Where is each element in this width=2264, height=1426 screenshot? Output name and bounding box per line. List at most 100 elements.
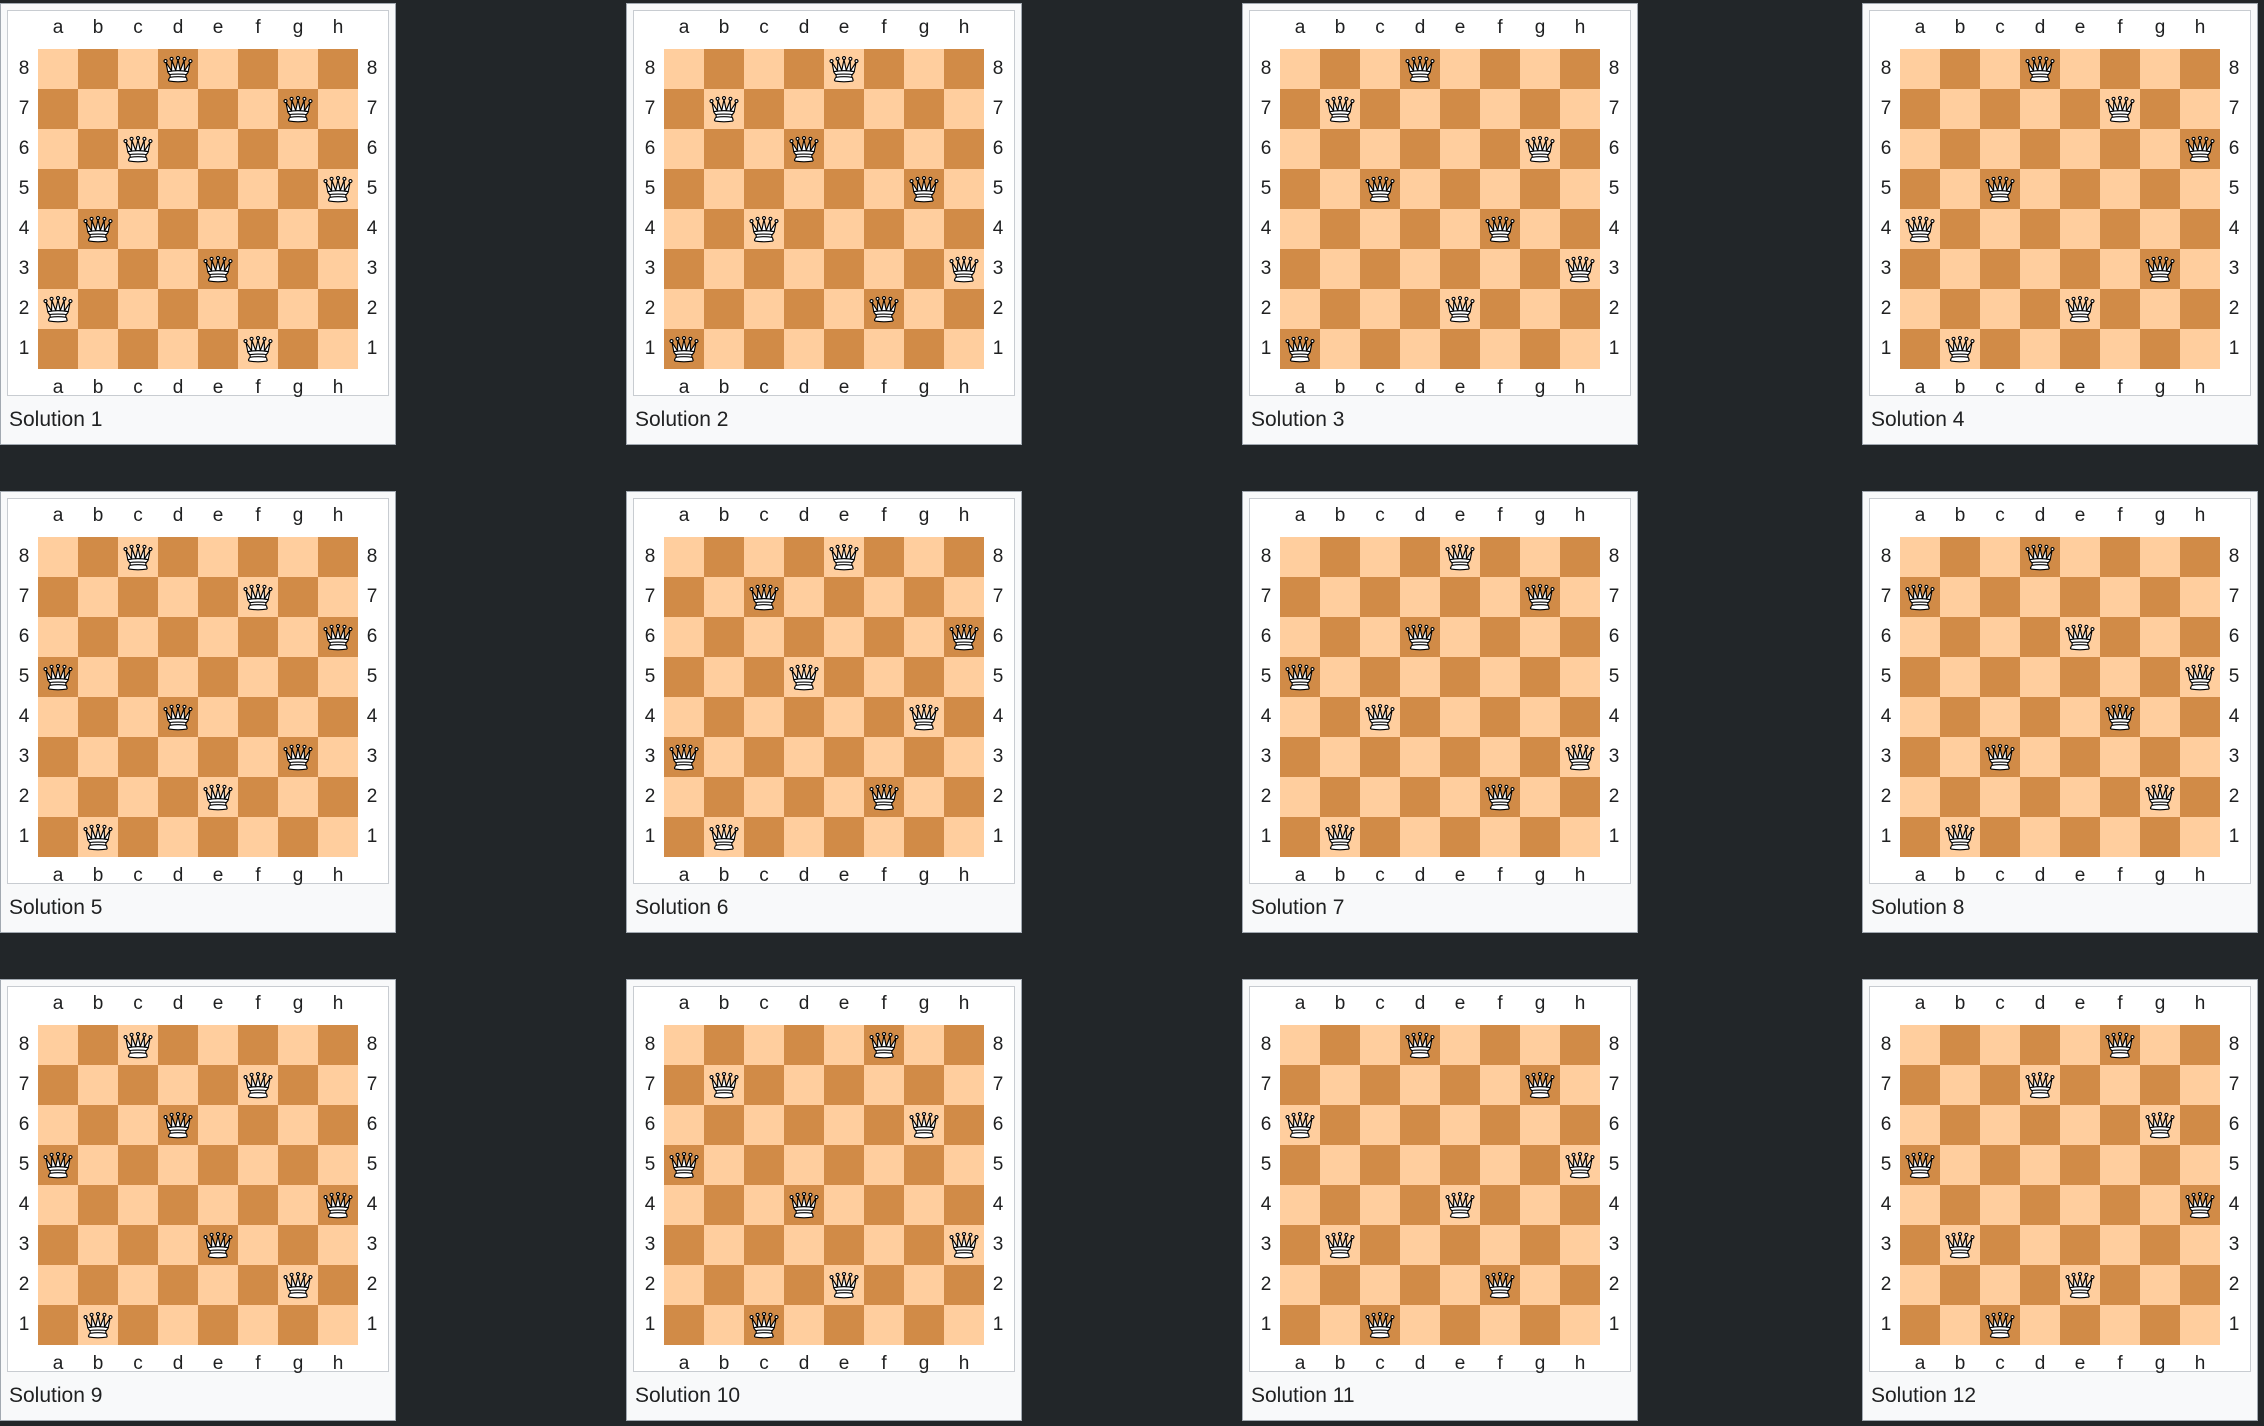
square-e6 (1440, 1105, 1480, 1145)
square-g3 (1520, 737, 1560, 777)
square-h1 (1560, 329, 1600, 369)
rank-label-right: 4 (366, 706, 378, 727)
square-f4 (864, 697, 904, 737)
square-c6 (1980, 617, 2020, 657)
square-f5 (864, 1145, 904, 1185)
file-label-top: g (292, 17, 304, 38)
square-g5 (2140, 1145, 2180, 1185)
file-label-bottom: d (172, 1353, 184, 1374)
file-label-bottom: f (881, 377, 887, 398)
file-label-top: g (2154, 993, 2166, 1014)
square-a5 (1900, 169, 1940, 209)
square-g7 (278, 89, 318, 129)
square-h6 (2180, 1105, 2220, 1145)
rank-label-right: 5 (366, 1154, 378, 1175)
square-b7 (1320, 1065, 1360, 1105)
square-d4 (158, 697, 198, 737)
square-d7 (784, 1065, 824, 1105)
square-b1 (1320, 329, 1360, 369)
square-a3 (1280, 249, 1320, 289)
square-h6 (944, 1105, 984, 1145)
square-a4 (38, 697, 78, 737)
square-c7 (118, 89, 158, 129)
square-b4 (78, 1185, 118, 1225)
square-e8 (198, 1025, 238, 1065)
rank-label-right: 2 (366, 1274, 378, 1295)
square-a5 (1280, 1145, 1320, 1185)
rank-label-right: 5 (1608, 178, 1620, 199)
square-g1 (2140, 329, 2180, 369)
file-label-top: h (958, 17, 970, 38)
file-label-top: h (1574, 17, 1586, 38)
square-h7 (1560, 1065, 1600, 1105)
square-f6 (2100, 1105, 2140, 1145)
square-g7 (904, 1065, 944, 1105)
square-f7 (238, 1065, 278, 1105)
square-h8 (318, 1025, 358, 1065)
square-c1 (118, 817, 158, 857)
file-label-bottom: d (172, 377, 184, 398)
rank-label-left: 3 (1880, 1234, 1892, 1255)
white-queen-icon (41, 660, 75, 694)
square-g4 (904, 1185, 944, 1225)
square-c1 (1360, 817, 1400, 857)
square-g8 (278, 49, 318, 89)
rank-label-left: 1 (1880, 1314, 1892, 1335)
square-f8 (238, 49, 278, 89)
file-label-top: f (2117, 17, 2123, 38)
file-label-top: b (718, 993, 730, 1014)
square-g8 (904, 1025, 944, 1065)
square-c7 (744, 89, 784, 129)
square-c4 (744, 697, 784, 737)
square-g5 (904, 1145, 944, 1185)
square-e2 (824, 777, 864, 817)
square-f4 (1480, 697, 1520, 737)
square-e8 (824, 1025, 864, 1065)
square-e8 (824, 537, 864, 577)
square-a8 (664, 537, 704, 577)
square-e3 (2060, 737, 2100, 777)
square-f1 (238, 329, 278, 369)
square-e4 (2060, 1185, 2100, 1225)
square-d2 (2020, 777, 2060, 817)
square-b8 (704, 537, 744, 577)
square-e7 (824, 577, 864, 617)
square-h4 (318, 1185, 358, 1225)
white-queen-icon (1363, 700, 1397, 734)
square-c4 (1360, 1185, 1400, 1225)
square-d4 (1400, 209, 1440, 249)
rank-label-left: 2 (1880, 1274, 1892, 1295)
square-g5 (1520, 169, 1560, 209)
file-label-bottom: a (1294, 865, 1306, 886)
square-h8 (2180, 49, 2220, 89)
square-c3 (1980, 1225, 2020, 1265)
square-e6 (198, 1105, 238, 1145)
solution-caption: Solution 4 (1871, 408, 1965, 431)
square-a7 (1280, 577, 1320, 617)
square-e4 (198, 209, 238, 249)
file-label-top: f (1497, 993, 1503, 1014)
file-label-top: b (1954, 505, 1966, 526)
rank-label-right: 5 (366, 666, 378, 687)
square-a2 (1900, 777, 1940, 817)
square-b5 (1940, 169, 1980, 209)
square-c1 (1360, 1305, 1400, 1345)
rank-label-left: 3 (644, 746, 656, 767)
square-a5 (664, 1145, 704, 1185)
square-a7 (1280, 89, 1320, 129)
square-f2 (864, 777, 904, 817)
file-label-top: b (92, 993, 104, 1014)
rank-label-right: 5 (1608, 666, 1620, 687)
square-e6 (2060, 617, 2100, 657)
square-d6 (2020, 129, 2060, 169)
square-g8 (2140, 537, 2180, 577)
square-c5 (1360, 169, 1400, 209)
file-label-top: c (759, 993, 769, 1014)
square-a6 (38, 617, 78, 657)
square-d5 (2020, 169, 2060, 209)
square-a1 (664, 817, 704, 857)
